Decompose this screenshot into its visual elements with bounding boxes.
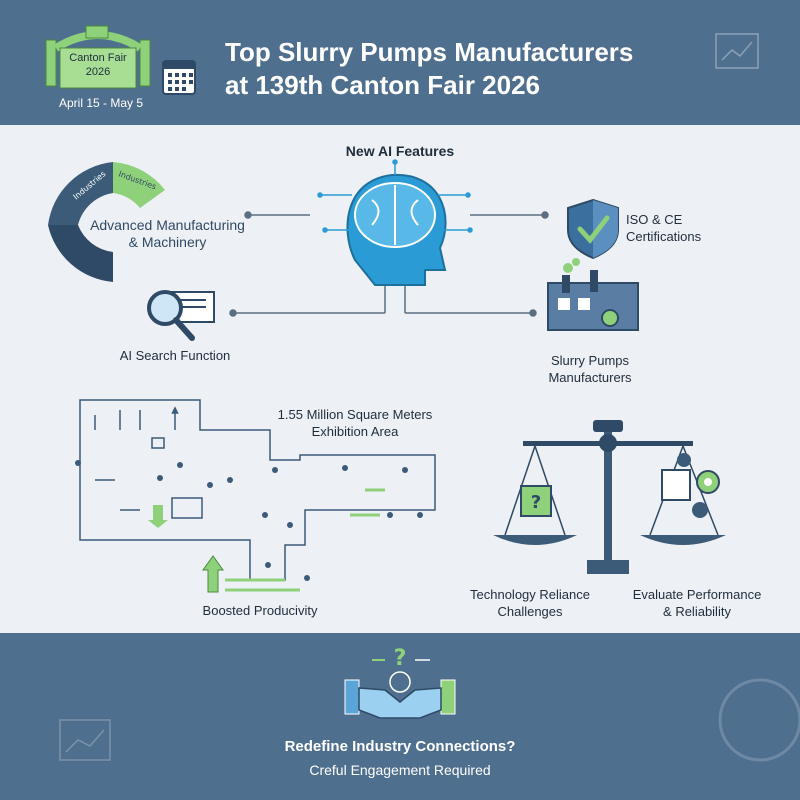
- shield-check-icon: [567, 198, 619, 260]
- footer-subtitle: Creful Engagement Required: [309, 762, 491, 778]
- footer-chart-icon: [59, 719, 111, 761]
- fair-dates: April 15 - May 5: [58, 96, 144, 110]
- chip-question-icon: ?: [520, 485, 552, 517]
- challenges-label: Technology Reliance Challenges: [470, 587, 590, 619]
- page-title: Top Slurry Pumps Manufacturers at 139th …: [225, 36, 785, 102]
- calendar-icon: [162, 60, 196, 95]
- svg-text:?: ?: [531, 492, 541, 513]
- people-markers: [75, 460, 423, 581]
- productivity-label: Boosted Producivity: [202, 603, 318, 618]
- connector-lines: [229, 211, 549, 317]
- canton-fair-badge: Canton Fair 2026: [62, 51, 134, 79]
- certifications-label: ISO & CE Certifications: [626, 212, 702, 244]
- badge-line1: Canton Fair: [69, 52, 127, 64]
- badge-line2: 2026: [85, 66, 111, 78]
- productivity-arrows: [148, 488, 385, 593]
- ai-search-label: AI Search Function: [119, 348, 231, 363]
- ai-brain-icon: [317, 159, 473, 286]
- industries-donut: Industries Industries: [48, 162, 165, 282]
- gears-icon: [661, 453, 720, 518]
- title-line1: Top Slurry Pumps Manufacturers: [225, 37, 634, 67]
- donut-label: Advanced Manufacturing & Machinery: [90, 217, 245, 250]
- footer-gear-watermark: [718, 678, 800, 762]
- section-title: New AI Features: [345, 143, 455, 159]
- footer-question: Redefine Industry Connections?: [284, 738, 516, 755]
- gate-icon: [45, 25, 151, 89]
- evaluate-label: Evaluate Performance & Reliability: [632, 587, 762, 619]
- title-line2: at 139th Canton Fair 2026: [225, 70, 540, 100]
- handshake-icon: ?: [344, 646, 456, 719]
- search-icon: [147, 290, 215, 341]
- exhibition-floor-plan: [79, 399, 436, 581]
- chart-icon: [715, 33, 759, 69]
- factory-icon: [547, 258, 639, 331]
- exhibition-area-label: 1.55 Million Square Meters Exhibition Ar…: [277, 407, 433, 439]
- manufacturers-label: Slurry Pumps Manufacturers: [548, 353, 632, 385]
- svg-text:?: ?: [394, 646, 407, 671]
